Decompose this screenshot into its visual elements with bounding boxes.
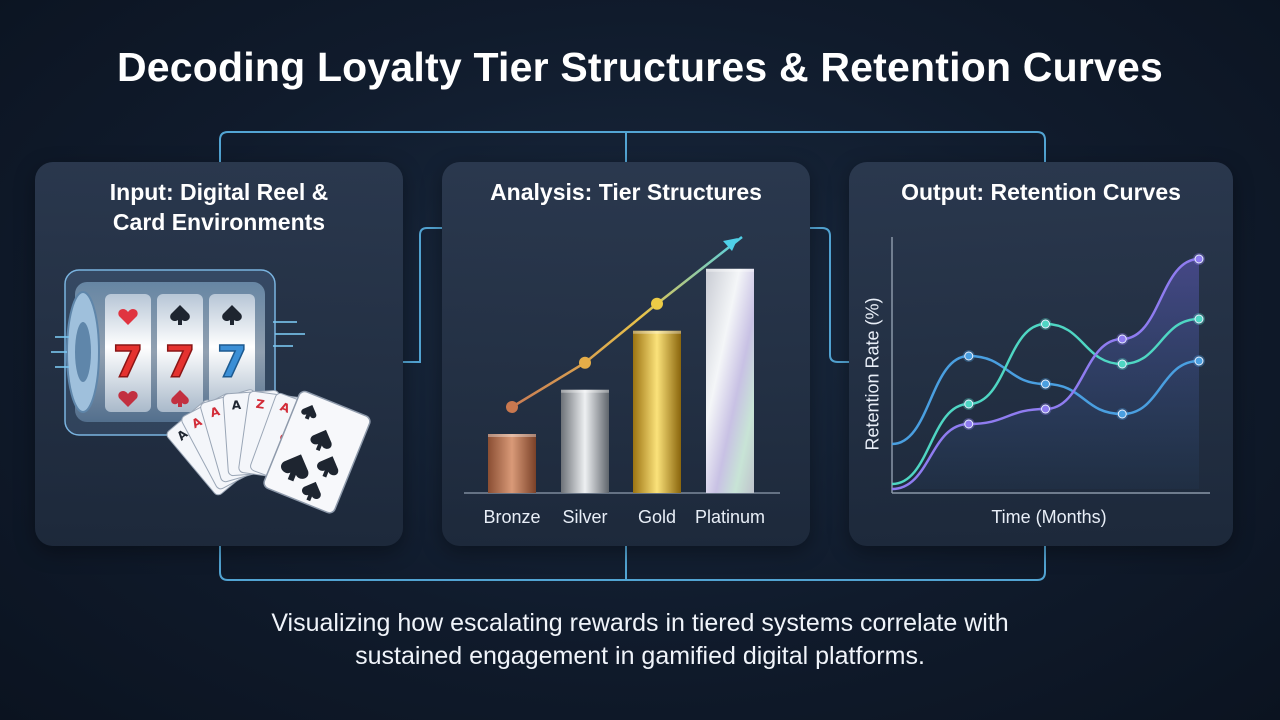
- retention-point-2-3: [1117, 359, 1127, 369]
- playing-cards-icon: A A A A Z: [166, 389, 371, 514]
- connector-left: [403, 227, 442, 363]
- retention-point-2-2: [1041, 319, 1050, 329]
- connector-bottom: [219, 546, 1046, 581]
- subtitle: Visualizing how escalating rewards in ti…: [0, 607, 1280, 673]
- retention-point-3-1: [964, 419, 974, 429]
- retention-line-chart: [891, 237, 1210, 494]
- tier-label-gold: Gold: [637, 507, 677, 527]
- y-axis-label: Retention Rate (%): [862, 297, 883, 451]
- retention-point-1-1: [964, 351, 974, 361]
- analysis-panel: Analysis: Tier Structures Bronze Silver …: [442, 162, 810, 546]
- retention-point-3-2: [1041, 404, 1050, 414]
- trend-point-silver: [579, 356, 591, 369]
- slot-reel-icon: 7 7 7: [51, 269, 305, 436]
- reel-symbol-3: 7: [217, 337, 248, 388]
- output-panel: Output: Retention Curves Retention Rate …: [849, 162, 1233, 546]
- retention-point-3-4: [1194, 254, 1204, 264]
- output-panel-title: Output: Retention Curves: [901, 179, 1181, 205]
- connector-top: [219, 131, 1046, 162]
- input-title-line1: Input: Digital Reel &: [109, 179, 329, 205]
- retention-point-1-2: [1041, 379, 1050, 389]
- tier-label-bronze: Bronze: [483, 507, 541, 527]
- tier-label-platinum: Platinum: [694, 507, 766, 527]
- tier-bar-gold: [633, 330, 681, 493]
- tier-bar-chart: [464, 236, 780, 494]
- retention-area: [892, 259, 1199, 489]
- tier-bar-cap-bronze: [488, 434, 536, 437]
- tier-bar-platinum: [706, 268, 754, 493]
- svg-text:Z: Z: [255, 397, 266, 412]
- reel-symbol-1: 7: [113, 337, 144, 388]
- page-title: Decoding Loyalty Tier Structures & Reten…: [116, 44, 1164, 90]
- retention-point-2-4: [1194, 314, 1204, 324]
- svg-text:A: A: [231, 398, 242, 413]
- tier-bar-bronze: [488, 434, 536, 493]
- tier-bar-silver: [561, 389, 609, 493]
- x-axis-label: Time (Months): [991, 507, 1107, 527]
- connector-right: [810, 227, 849, 363]
- trend-point-bronze: [506, 401, 518, 413]
- input-panel-title: Input: Digital Reel & Card Environments: [35, 177, 403, 237]
- input-panel: Input: Digital Reel & Card Environments: [35, 162, 403, 546]
- retention-point-1-3: [1117, 409, 1127, 419]
- tier-bar-cap-silver: [561, 389, 609, 393]
- retention-series-3: [891, 257, 1200, 491]
- tier-bar-cap-platinum: [706, 268, 754, 272]
- trend-arrow-icon: [723, 238, 738, 251]
- subtitle-line2: sustained engagement in gamified digital…: [355, 642, 925, 670]
- analysis-panel-title: Analysis: Tier Structures: [490, 179, 762, 205]
- tier-label-silver: Silver: [562, 507, 608, 527]
- tier-bar-cap-gold: [633, 330, 681, 334]
- trend-line: [511, 236, 743, 409]
- retention-point-1-4: [1194, 356, 1204, 366]
- input-title-line2: Card Environments: [112, 209, 326, 235]
- retention-point-2-1: [964, 399, 974, 409]
- reel-symbol-2: 7: [165, 337, 196, 388]
- retention-point-3-3: [1117, 334, 1127, 344]
- reel-and-cards-illustration: 7 7 7 A A: [51, 269, 371, 514]
- subtitle-line1: Visualizing how escalating rewards in ti…: [271, 609, 1009, 637]
- trend-point-gold: [651, 297, 663, 310]
